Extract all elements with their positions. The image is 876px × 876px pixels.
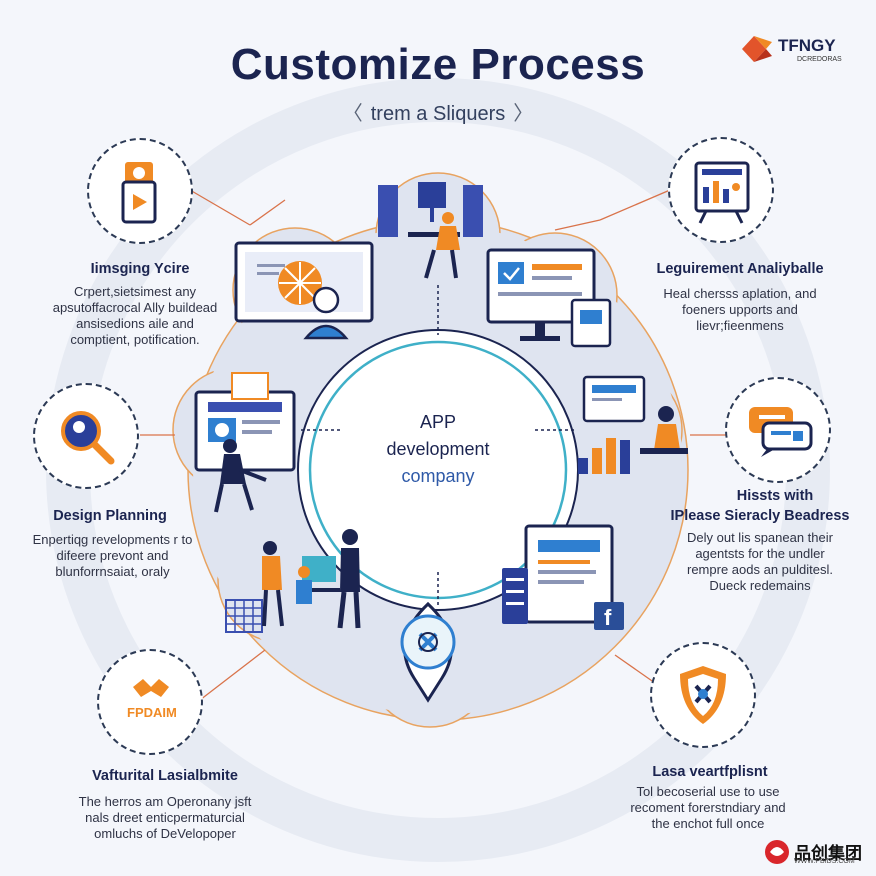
section-title-imaging: Iimsging Ycire (90, 261, 190, 277)
badge-icon (121, 162, 157, 224)
section-desc-leguirement: Heal chersss aplation, and foeners uppor… (663, 286, 817, 333)
logo-mark-icon (742, 36, 772, 62)
logo-text: TFNGY (778, 36, 836, 55)
section-title-design-planning: Design Planning (53, 508, 167, 524)
section-title-leguirement: Leguirement Analiyballe (656, 261, 824, 277)
chat-circle (725, 377, 831, 483)
center-line2: development (386, 439, 490, 459)
target-badge-text: FPDAIM (127, 705, 177, 720)
badge-icon-circle (87, 138, 193, 244)
svg-text:f: f (604, 605, 612, 630)
section-title-lasa: Lasa veartfplisnt (652, 764, 768, 780)
logo-subtext: DCREDORAS (797, 56, 842, 63)
section-desc-lasa: Tol becoserial use to use recoment forer… (630, 784, 786, 831)
brand-logo-icon (765, 840, 789, 864)
target-circle: FPDAIM (97, 649, 203, 755)
brand-name: 品创集团 (794, 844, 862, 863)
section-desc-design-planning: Enpertiqg revelopments r to difeere prev… (32, 532, 193, 579)
magnifier-circle (33, 383, 139, 489)
subtitle-text: trem a Sliquers (370, 103, 506, 125)
chevron-right-icon: 〉 (513, 103, 534, 125)
target-icon: FPDAIM (127, 679, 177, 720)
shield-icon (680, 666, 726, 724)
page-subtitle: 〈 trem a Sliquers 〉 (0, 97, 876, 126)
center-line3: company (401, 466, 475, 486)
analytics-circle (668, 137, 774, 243)
chat-icon (749, 407, 813, 457)
section-desc-vafturital: The herros am Operonany jsft nals dreet … (78, 794, 252, 841)
section-desc-imaging: Crpert,sietsimest any apsutoffacrocal Al… (52, 284, 218, 347)
center-line1: APP (419, 412, 457, 432)
analytics-board-icon (694, 161, 750, 224)
section-desc-hissts: Dely out lis spanean their agentsts for … (687, 530, 833, 593)
brand-url: WWW.PBIDS.COM (794, 858, 855, 865)
shield-circle (650, 642, 756, 748)
page-title: Customize Process (230, 40, 646, 89)
section-title-hissts: Hissts with IPlease Sieracly Beadress (670, 488, 850, 524)
section-title-vafturital: Vafturital Lasialbmite (92, 768, 238, 784)
chevron-left-icon: 〈 (342, 103, 363, 125)
magnifier-icon (61, 411, 115, 465)
